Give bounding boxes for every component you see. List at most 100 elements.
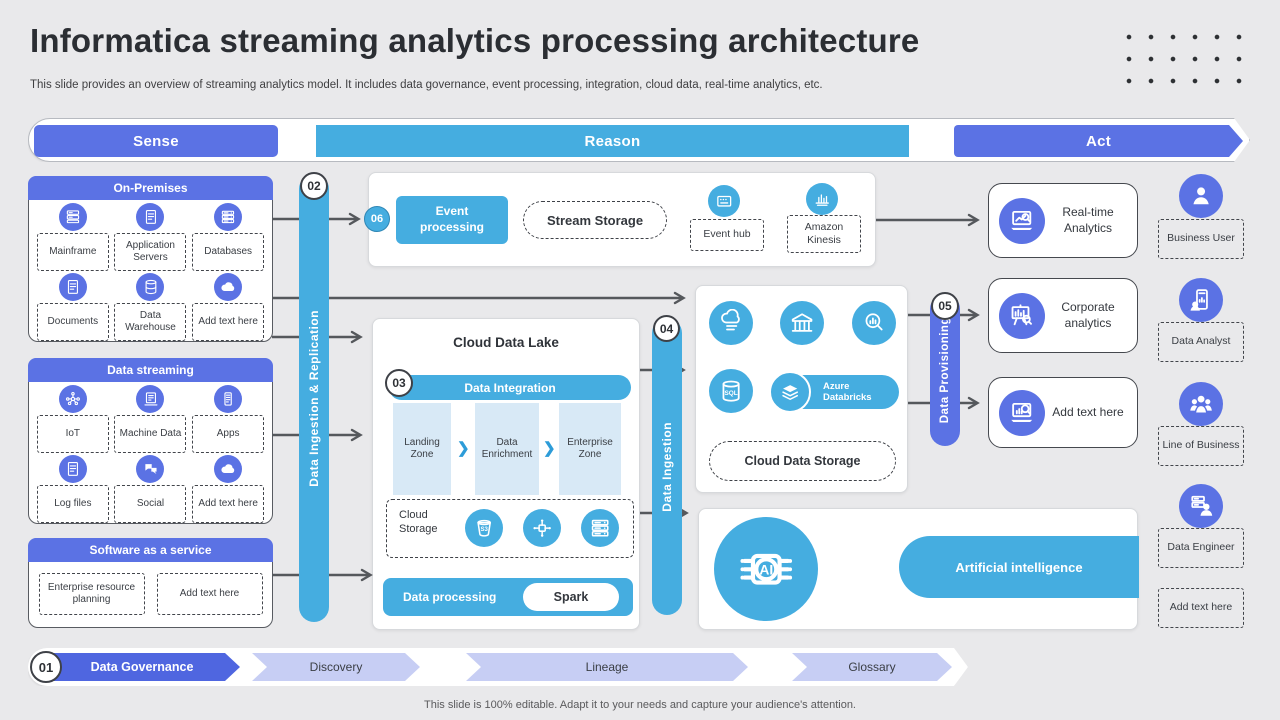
- footer-note: This slide is 100% editable. Adapt it to…: [424, 699, 856, 711]
- data-streaming-panel: Data streaming IoT Machine Data Apps Log…: [28, 358, 273, 524]
- enterprise-zone: Enterprise Zone: [559, 403, 621, 495]
- chat-icon: [136, 455, 165, 483]
- step-badge-03: 03: [385, 369, 413, 397]
- source-item-apps: Apps: [189, 385, 267, 453]
- hub-icon: [523, 509, 561, 547]
- server-person-icon: [1179, 484, 1223, 528]
- pipeline-label: Data Ingestion: [660, 421, 674, 512]
- dots-decoration: [1118, 26, 1250, 92]
- ai-chip-icon: AI: [714, 517, 818, 621]
- pipeline-ingestion-replication: Data Ingestion & Replication: [299, 174, 329, 622]
- source-label: Documents: [36, 303, 109, 341]
- data-engineer-box: Data Engineer: [1158, 528, 1244, 568]
- page-title: Informatica streaming analytics processi…: [30, 22, 920, 59]
- sense-reason-act-banner: Sense Reason Act: [28, 118, 1250, 162]
- apps-icon: [214, 385, 243, 413]
- source-item-add-text[interactable]: Add text here: [189, 273, 267, 341]
- phone-chart-icon: [1179, 278, 1223, 322]
- artificial-intelligence-bar: Artificial intelligence: [899, 536, 1139, 598]
- stage-data-governance: Data Governance: [44, 653, 240, 681]
- on-premises-panel: On-Premises Mainframe Application Server…: [28, 176, 273, 342]
- on-premises-header: On-Premises: [28, 176, 273, 200]
- stage-reason: Reason: [316, 125, 909, 157]
- machine-icon: [136, 385, 165, 413]
- data-streaming-header: Data streaming: [28, 358, 273, 382]
- laptop-search-icon: [999, 389, 1045, 436]
- cloud-icon: [214, 273, 243, 301]
- chevron-right-icon: [543, 439, 556, 457]
- cloud-storage-services-panel: SQL Azure Databricks Cloud Data Storage: [695, 285, 908, 493]
- data-integration-bar: Data Integration: [389, 375, 631, 400]
- svg-text:AI: AI: [759, 561, 773, 577]
- pipeline-data-ingestion: Data Ingestion: [652, 318, 682, 615]
- stage-sense: Sense: [34, 125, 278, 157]
- data-analyst-box: Data Analyst: [1158, 322, 1244, 362]
- add-text-placeholder[interactable]: Add text here: [192, 485, 265, 523]
- pipeline-label: Data Provisioning: [939, 316, 951, 424]
- rack-icon: [581, 509, 619, 547]
- corporate-analytics-box: Corporate analytics: [988, 278, 1138, 353]
- add-text-placeholder[interactable]: Add text here: [156, 573, 263, 615]
- stage-glossary: Glossary: [792, 653, 952, 681]
- source-item-iot: IoT: [34, 385, 112, 453]
- add-text-placeholder[interactable]: Add text here: [192, 303, 265, 341]
- add-text-placeholder: Add text here: [1052, 404, 1124, 419]
- source-label: Apps: [192, 415, 265, 453]
- cloud-data-lake-panel: Cloud Data Lake Data Integration 03 Land…: [372, 318, 640, 630]
- saas-body: Enterprise resource planning Add text he…: [29, 562, 272, 615]
- analytics-label: Corporate analytics: [1061, 299, 1115, 330]
- data-streaming-grid: IoT Machine Data Apps Log files Social A…: [29, 382, 272, 526]
- source-item-log-files: Log files: [34, 455, 112, 523]
- spark-pill: Spark: [523, 583, 619, 611]
- amazon-kinesis-box: Amazon Kinesis: [787, 215, 861, 253]
- step-badge-05: 05: [931, 292, 959, 320]
- rack-icon: [214, 203, 243, 231]
- source-item-add-text[interactable]: Add text here: [189, 455, 267, 523]
- source-item-data-warehouse: Data Warehouse: [112, 273, 190, 341]
- cloud-icon: [214, 455, 243, 483]
- source-label: Application Servers: [114, 233, 187, 271]
- svg-text:S3: S3: [480, 527, 488, 533]
- document-icon: [58, 455, 87, 483]
- cloud-data-icon: [709, 301, 753, 345]
- step-badge-01: 01: [30, 651, 62, 683]
- event-hub-icon: [708, 185, 740, 217]
- people-icon: [1179, 382, 1223, 426]
- saas-panel: Software as a service Enterprise resourc…: [28, 538, 273, 628]
- data-processing-label: Data processing: [403, 590, 497, 604]
- source-item-machine-data: Machine Data: [112, 385, 190, 453]
- laptop-chart-icon: [999, 197, 1045, 244]
- stage-discovery: Discovery: [252, 653, 420, 681]
- kinesis-icon: [806, 183, 838, 215]
- source-item-databases: Databases: [189, 203, 267, 271]
- slide-subtitle: This slide provides an overview of strea…: [30, 79, 823, 91]
- search-chart-icon: [852, 301, 896, 345]
- step-badge-02: 02: [300, 172, 328, 200]
- source-label: Log files: [36, 485, 109, 523]
- source-label: Machine Data: [114, 415, 187, 453]
- source-label: IoT: [36, 415, 109, 453]
- source-item-documents: Documents: [34, 273, 112, 341]
- step-badge-04: 04: [653, 315, 680, 342]
- s3-icon: S3: [465, 509, 503, 547]
- cloud-storage-label: Cloud Storage: [399, 509, 438, 536]
- landing-zone: Landing Zone: [393, 403, 451, 495]
- source-item-social: Social: [112, 455, 190, 523]
- svg-text:SQL: SQL: [724, 390, 737, 397]
- cloud-data-lake-title: Cloud Data Lake: [453, 335, 559, 350]
- source-label: Social: [114, 485, 187, 523]
- ai-panel: AI Artificial intelligence: [698, 508, 1139, 630]
- analytics-label: Real-time Analytics: [1062, 204, 1114, 235]
- sql-icon: SQL: [709, 369, 753, 413]
- pipeline-label: Data Ingestion & Replication: [307, 309, 321, 487]
- business-user-box: Business User: [1158, 219, 1244, 259]
- source-item-mainframe: Mainframe: [34, 203, 112, 271]
- analytics-add-text-box[interactable]: Add text here: [988, 377, 1138, 448]
- saas-item-erp: Enterprise resource planning: [38, 573, 145, 615]
- board-chart-icon: [999, 292, 1045, 339]
- source-label: Databases: [192, 233, 265, 271]
- add-text-placeholder[interactable]: Add text here: [1158, 588, 1244, 628]
- warehouse-icon: [780, 301, 824, 345]
- document-icon: [58, 273, 87, 301]
- event-hub-box: Event hub: [690, 219, 764, 251]
